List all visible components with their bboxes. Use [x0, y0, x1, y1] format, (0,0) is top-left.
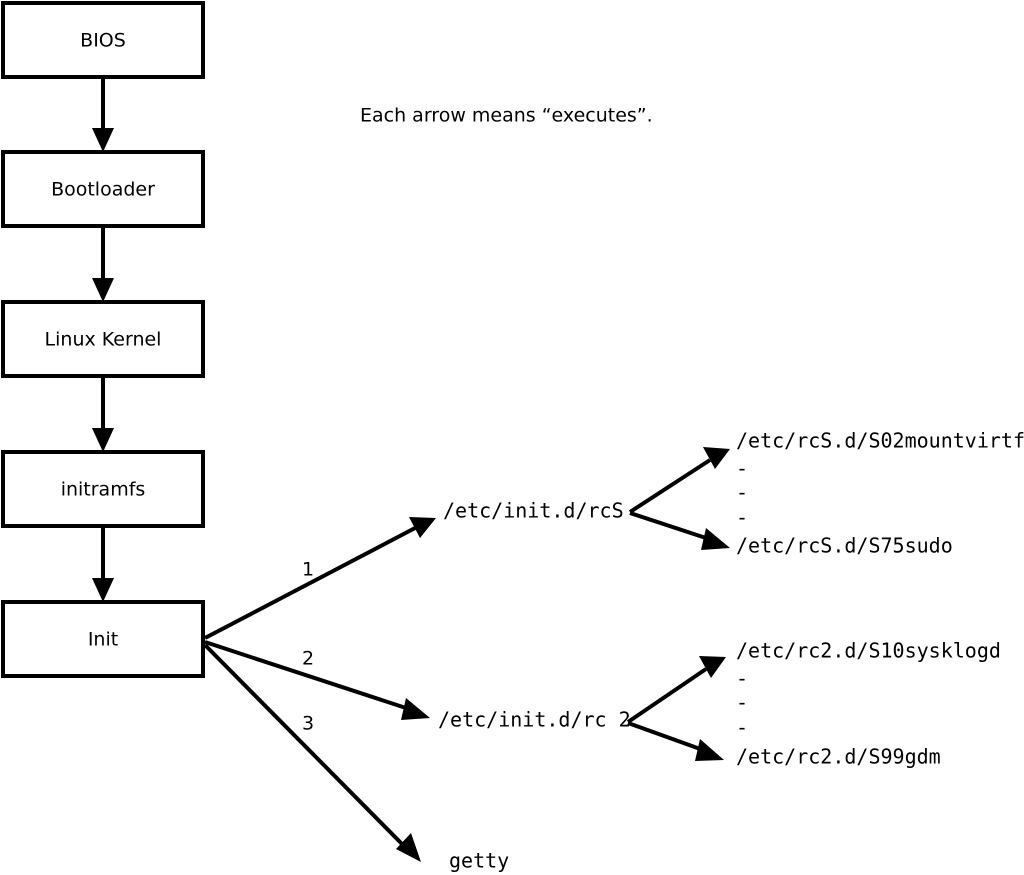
rcS-first-script-label: /etc/rcS.d/S02mountvirtfs: [736, 429, 1024, 453]
rc2-ellipsis-dash-3: -: [736, 716, 748, 740]
rc2-first-script-label: /etc/rc2.d/S10sysklogd: [736, 639, 1001, 663]
init-label: Init: [88, 629, 118, 651]
node-bios: BIOS: [1, 1, 205, 79]
rcS-ellipsis-dash-1: -: [736, 457, 748, 481]
rc2-ellipsis-dash-2: -: [736, 691, 748, 715]
bios-box: [1, 1, 205, 79]
node-linux-kernel: Linux Kernel: [1, 300, 205, 378]
arrow-init-branch-2: [204, 640, 430, 720]
node-init: Init: [1, 600, 205, 678]
arrow-bootloader-to-kernel: [92, 226, 114, 302]
init-d-rcS-label: /etc/init.d/rcS: [443, 499, 624, 523]
branch-1-number: 1: [302, 559, 314, 581]
arrow-rc2-to-last-script: [627, 721, 724, 761]
bios-label: BIOS: [80, 30, 126, 52]
rc2-ellipsis-dash-1: -: [736, 667, 748, 691]
initramfs-box: [1, 450, 205, 528]
branch-3-number: 3: [302, 713, 314, 735]
getty-label: getty: [449, 849, 509, 873]
arrow-initramfs-to-init: [92, 526, 114, 602]
rcS-last-script-label: /etc/rcS.d/S75sudo: [736, 534, 953, 558]
node-bootloader: Bootloader: [1, 150, 205, 228]
arrow-init-branch-1: [204, 517, 436, 640]
node-initramfs: initramfs: [1, 450, 205, 528]
linux-kernel-label: Linux Kernel: [45, 329, 162, 351]
rcS-ellipsis-dash-2: -: [736, 481, 748, 505]
arrow-rcS-to-first-script: [628, 447, 730, 514]
bootloader-label: Bootloader: [51, 179, 155, 201]
arrow-bios-to-bootloader: [92, 77, 114, 152]
rcS-ellipsis-dash-3: -: [736, 506, 748, 530]
arrow-init-branch-3: [203, 643, 421, 862]
arrow-meaning-note: Each arrow means “executes”.: [360, 105, 653, 127]
arrow-rcS-to-last-script: [629, 511, 730, 550]
arrow-kernel-to-initramfs: [92, 376, 114, 452]
arrow-rc2-to-first-script: [626, 656, 726, 724]
initramfs-label: initramfs: [61, 479, 146, 501]
rc2-last-script-label: /etc/rc2.d/S99gdm: [736, 745, 941, 769]
branch-2-number: 2: [302, 648, 314, 670]
init-d-rc2-label: /etc/init.d/rc 2: [438, 708, 631, 732]
